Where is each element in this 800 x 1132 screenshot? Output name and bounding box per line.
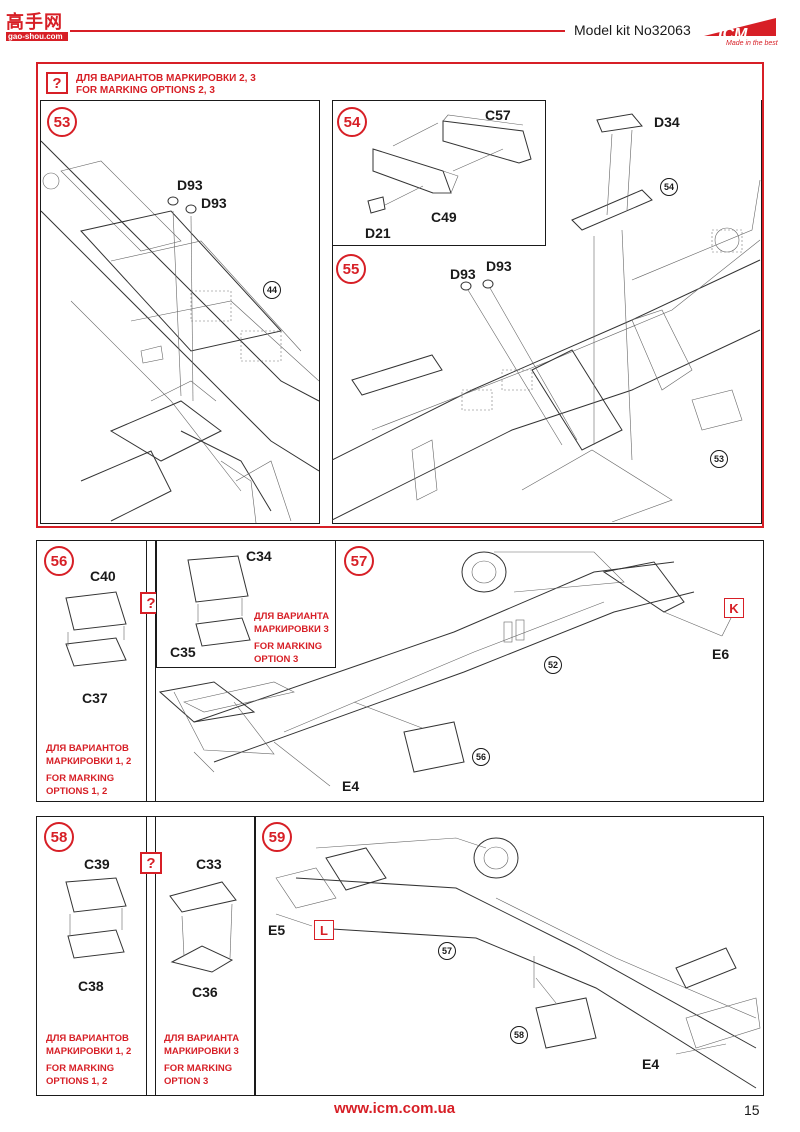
column-divider <box>254 816 256 1096</box>
step-53-number: 53 <box>47 107 77 137</box>
site-logo-text: 高手网 <box>6 12 63 33</box>
marking-option-badge: ? <box>46 72 68 94</box>
step-56-number: 56 <box>44 546 74 576</box>
part-label-c35: C35 <box>170 644 196 660</box>
part-label-d34: D34 <box>654 114 680 130</box>
note-en-line-2: OPTIONS 1, 2 <box>46 786 108 797</box>
part-label-e4: E4 <box>342 778 360 794</box>
column-divider <box>146 816 156 1096</box>
part-label-c40: C40 <box>90 568 116 584</box>
note-ru-line-1: ДЛЯ ВАРИАНТОВ <box>46 1033 129 1044</box>
alt-note-en-line-2: OPTION 3 <box>254 654 299 665</box>
part-label-c57: C57 <box>485 107 511 123</box>
step-58-parts-drawing <box>65 877 127 959</box>
step-55-drawing <box>332 113 761 522</box>
step-59-drawing <box>275 837 761 1089</box>
model-kit-title: Model kit No32063 <box>574 22 691 38</box>
reference-step-57: 57 <box>438 942 456 960</box>
icm-logo-tagline: Made in the best <box>726 40 778 47</box>
part-label-e4: E4 <box>642 1056 660 1072</box>
part-label-c38: C38 <box>78 978 104 994</box>
part-label-e6: E6 <box>712 646 730 662</box>
alt-note-ru-line-1: ДЛЯ ВАРИАНТА <box>164 1033 240 1044</box>
step-56-alt-note-ru: ДЛЯ ВАРИАНТА МАРКИРОВКИ 3 <box>254 610 329 636</box>
reference-step-44: 44 <box>263 281 281 299</box>
note-en-line-2: OPTIONS 1, 2 <box>46 1076 108 1087</box>
step-58-alt-note-ru: ДЛЯ ВАРИАНТА МАРКИРОВКИ 3 <box>164 1032 239 1058</box>
part-label-c39: C39 <box>84 856 110 872</box>
page-number: 15 <box>744 1102 760 1118</box>
marking-note-en: FOR MARKING OPTIONS 2, 3 <box>76 85 215 96</box>
part-label-c36: C36 <box>192 984 218 1000</box>
step-56-note-ru: ДЛЯ ВАРИАНТОВ МАРКИРОВКИ 1, 2 <box>46 742 131 768</box>
step-56-alt-note-en: FOR MARKING OPTION 3 <box>254 640 322 666</box>
part-label-c37: C37 <box>82 690 108 706</box>
step-58-alt-drawing <box>169 881 237 973</box>
step-54-panel: 54 C57 C49 D21 <box>332 100 546 246</box>
marking-note-ru: ДЛЯ ВАРИАНТОВ МАРКИРОВКИ 2, 3 <box>76 73 256 84</box>
icm-logo-shape <box>704 18 776 36</box>
step-53-panel: 53 D93 D93 44 <box>40 100 320 524</box>
site-logo-sub: gao-shou.com <box>6 32 68 41</box>
step-54-drawing <box>367 114 532 214</box>
part-label-d93: D93 <box>450 266 476 282</box>
step-58-note-ru: ДЛЯ ВАРИАНТОВ МАРКИРОВКИ 1, 2 <box>46 1032 131 1058</box>
part-label-e5: E5 <box>268 922 286 938</box>
marking-letter-l: L <box>314 920 334 940</box>
part-label-d93: D93 <box>486 258 512 274</box>
step-57-drawing <box>158 551 735 787</box>
step-56-note-en: FOR MARKING OPTIONS 1, 2 <box>46 772 114 798</box>
part-label-c34: C34 <box>246 548 272 564</box>
alt-note-ru-line-2: МАРКИРОВКИ 3 <box>164 1046 239 1057</box>
step-56-alt-panel <box>156 540 336 668</box>
step-59-number: 59 <box>262 822 292 852</box>
step-55-number: 55 <box>336 254 366 284</box>
step-58-number: 58 <box>44 822 74 852</box>
icm-logo: ICM Made in the best <box>700 12 780 52</box>
header-rule <box>70 30 565 32</box>
part-label-c33: C33 <box>196 856 222 872</box>
icm-logo-text: ICM <box>718 26 748 43</box>
step-55-area <box>332 246 762 524</box>
part-label-d21: D21 <box>365 225 391 241</box>
note-en-line-1: FOR MARKING <box>46 773 115 784</box>
note-en-line-1: FOR MARKING <box>46 1063 115 1074</box>
step-54-number: 54 <box>337 107 367 137</box>
alt-note-ru-line-2: МАРКИРОВКИ 3 <box>254 624 329 635</box>
step-58-note-en: FOR MARKING OPTIONS 1, 2 <box>46 1062 114 1088</box>
step-58-alt-note-en: FOR MARKING OPTION 3 <box>164 1062 232 1088</box>
site-logo: 高手网 gao-shou.com <box>6 8 70 42</box>
alt-note-ru-line-1: ДЛЯ ВАРИАНТА <box>254 611 330 622</box>
reference-step-58: 58 <box>510 1026 528 1044</box>
step-57-number: 57 <box>344 546 374 576</box>
part-label-d93: D93 <box>201 195 227 211</box>
alt-note-en-line-2: OPTION 3 <box>164 1076 209 1087</box>
marking-options-2-3-frame <box>36 62 764 528</box>
alt-note-en-line-1: FOR MARKING <box>254 641 323 652</box>
marking-letter-k: K <box>724 598 744 618</box>
step-53-drawing <box>41 140 319 523</box>
reference-step-56: 56 <box>472 748 490 766</box>
reference-step-54: 54 <box>660 178 678 196</box>
part-label-c49: C49 <box>431 209 457 225</box>
note-ru-line-1: ДЛЯ ВАРИАНТОВ <box>46 743 129 754</box>
marking-option-badge: ? <box>140 852 162 874</box>
step-56-alt-drawing <box>187 555 251 647</box>
footer-url[interactable]: www.icm.com.ua <box>334 1100 456 1117</box>
reference-step-53: 53 <box>710 450 728 468</box>
column-divider <box>146 540 156 802</box>
step-56-parts-drawing <box>65 591 127 667</box>
note-ru-line-2: МАРКИРОВКИ 1, 2 <box>46 756 132 767</box>
alt-note-en-line-1: FOR MARKING <box>164 1063 233 1074</box>
note-ru-line-2: МАРКИРОВКИ 1, 2 <box>46 1046 132 1057</box>
reference-step-52: 52 <box>544 656 562 674</box>
part-label-d93: D93 <box>177 177 203 193</box>
